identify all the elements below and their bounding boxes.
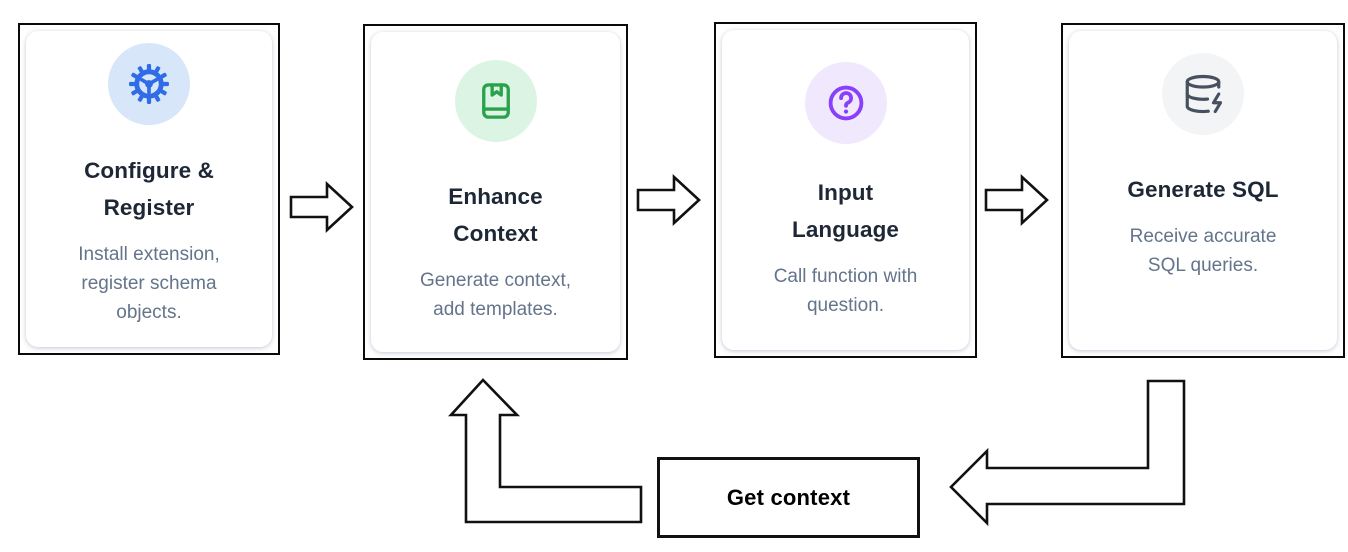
loop-arrow-left	[949, 379, 1186, 527]
icon-circle	[108, 43, 190, 125]
card-body: Configure & Register Install extension, …	[26, 31, 272, 347]
step-description: Call function with question.	[773, 266, 918, 316]
icon-circle	[804, 62, 887, 144]
card-body: Enhance Context Generate context, add te…	[371, 32, 620, 352]
step-title: Generate SQL	[1127, 177, 1279, 202]
step-card-generate-sql: Generate SQL Receive accurate SQL querie…	[1061, 23, 1345, 358]
right-arrow	[636, 174, 701, 226]
step-title: Configure & Register	[84, 158, 214, 220]
icon-circle	[454, 60, 537, 142]
card-body: Generate SQL Receive accurate SQL querie…	[1069, 31, 1337, 350]
book-bookmark-icon	[481, 83, 510, 119]
step-title: Input Language	[791, 180, 900, 242]
gear-icon	[129, 64, 169, 104]
step-description: Install extension, register schema objec…	[78, 244, 220, 323]
step-card-configure-register: Configure & Register Install extension, …	[18, 23, 280, 355]
step-title: Enhance Context	[448, 184, 543, 246]
step-description: Generate context, add templates.	[419, 270, 572, 320]
get-context-box: Get context	[657, 457, 920, 538]
step-description: Receive accurate SQL queries.	[1129, 226, 1277, 276]
loop-arrow-up	[448, 378, 643, 524]
step-card-enhance-context: Enhance Context Generate context, add te…	[363, 24, 628, 360]
database-zap-icon	[1185, 74, 1223, 114]
get-context-label: Get context	[726, 484, 851, 510]
question-circle-icon	[828, 85, 863, 121]
right-arrow	[289, 181, 354, 233]
card-body: Input Language Call function with questi…	[722, 30, 969, 350]
icon-circle	[1162, 53, 1244, 135]
right-arrow	[984, 174, 1049, 226]
step-card-input-language: Input Language Call function with questi…	[714, 22, 977, 358]
